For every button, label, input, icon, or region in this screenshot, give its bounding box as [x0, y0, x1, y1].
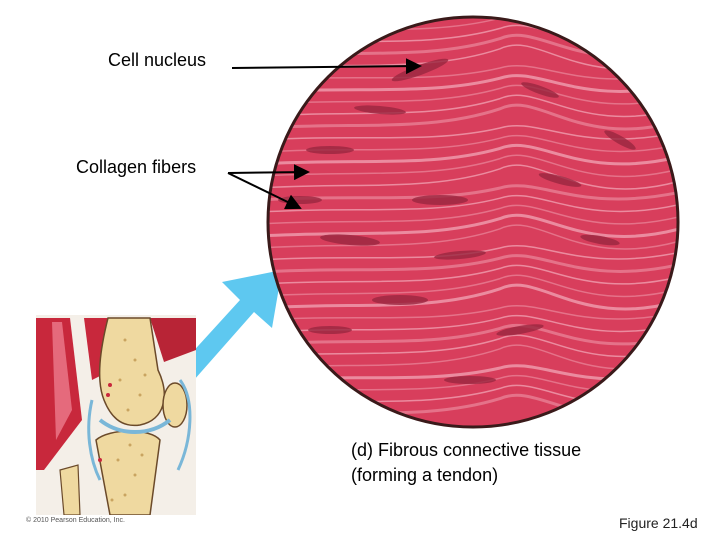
cell-nucleus	[320, 234, 380, 246]
collagen-fiber	[268, 44, 678, 70]
collagen-fiber	[268, 74, 678, 94]
pointer-arrow	[178, 270, 282, 380]
cell-nucleus-label: Cell nucleus	[108, 50, 207, 70]
collagen-fiber	[268, 283, 678, 311]
cell-nucleus	[604, 130, 636, 150]
cell-nucleus	[306, 146, 354, 154]
cell-nucleus	[354, 105, 406, 115]
cell-nucleus	[538, 173, 582, 187]
collagen-fiber	[268, 264, 678, 285]
collagen-fiber	[268, 94, 678, 118]
collagen-fiber	[268, 254, 678, 274]
cell-nucleus	[372, 295, 428, 305]
collagen-fiber	[268, 103, 678, 131]
collagen-fiber	[268, 323, 678, 346]
cell-nucleus	[521, 82, 559, 98]
caption-line-2: (forming a tendon)	[351, 465, 499, 485]
collagen-fiber	[268, 304, 678, 321]
cell-nucleus	[434, 250, 486, 260]
collagen-fiber	[268, 224, 678, 250]
collagen-fiber	[268, 64, 678, 81]
cell-nucleus	[496, 324, 544, 336]
collagen-fiber	[268, 154, 678, 178]
collagen-fiber	[268, 344, 678, 370]
caption-line-1: (d) Fibrous connective tissue	[351, 440, 582, 460]
tendon-micrograph	[266, 15, 680, 429]
collagen-fiber	[268, 334, 678, 358]
copyright-notice: © 2010 Pearson Education, Inc.	[26, 517, 125, 524]
collagen-fiber	[268, 184, 678, 202]
knee-illustration	[36, 315, 196, 515]
figure-caption: (d) Fibrous connective tissue (forming a…	[351, 438, 581, 488]
cell-nucleus	[444, 376, 496, 384]
collagen-fiber	[268, 274, 678, 298]
collagen-leader-line-2	[227, 172, 302, 210]
collagen-fiber	[268, 164, 678, 190]
cell-nucleus	[412, 195, 468, 205]
collagen-fiber	[268, 213, 678, 238]
collagen-fiber	[268, 143, 678, 166]
figure-reference: Figure 21.4d	[619, 515, 698, 531]
collagen-fiber	[268, 194, 678, 213]
collagen-fiber	[268, 244, 678, 261]
collagen-fibers-label: Collagen fibers	[76, 157, 197, 177]
collagen-fiber	[268, 124, 678, 141]
collagen-fiber	[268, 204, 678, 225]
collagen-fiber	[268, 84, 678, 105]
collagen-leader-line-1	[227, 164, 310, 181]
nucleus-leader-line	[231, 58, 422, 75]
cell-nucleus	[308, 326, 352, 334]
cell-nucleus	[580, 234, 620, 246]
